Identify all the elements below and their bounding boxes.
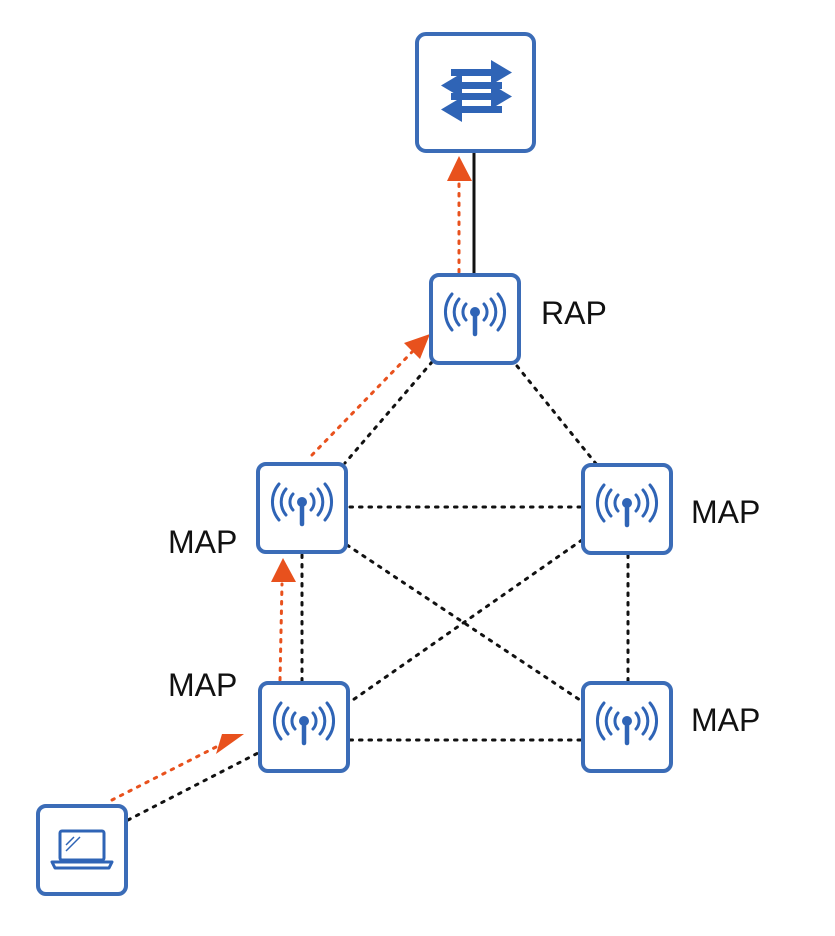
switch-arrows-icon xyxy=(441,60,512,122)
map-right-node[interactable] xyxy=(581,463,673,555)
mesh-links xyxy=(126,360,630,822)
rap-label: RAP xyxy=(541,295,607,331)
traffic-arrowhead-2 xyxy=(271,558,296,582)
link-laptop-map-bottom-left xyxy=(126,750,262,822)
traffic-segment-map-to-rap xyxy=(310,350,414,457)
map-right-label: MAP xyxy=(691,494,761,530)
laptop-icon xyxy=(50,829,114,870)
traffic-path xyxy=(110,156,472,802)
traffic-arrowhead-3 xyxy=(404,334,430,359)
map-bottom-left-label: MAP xyxy=(168,667,238,703)
laptop-node[interactable] xyxy=(36,804,128,896)
map-left-label: MAP xyxy=(168,524,238,560)
traffic-arrowhead-1 xyxy=(216,734,244,754)
switch-node[interactable] xyxy=(415,32,536,153)
map-bottom-right-label: MAP xyxy=(691,702,761,738)
traffic-segment-map-to-map xyxy=(278,582,284,682)
map-bottom-left-node[interactable] xyxy=(258,681,350,773)
link-map-right-map-bottom-left xyxy=(348,538,584,704)
link-rap-map-right xyxy=(515,364,599,467)
rap-node[interactable] xyxy=(429,273,521,365)
map-left-node[interactable] xyxy=(256,462,348,554)
link-rap-map-left xyxy=(343,360,434,465)
traffic-segment-laptop-to-map xyxy=(110,744,220,802)
traffic-arrowhead-4 xyxy=(447,156,472,181)
map-bottom-right-node[interactable] xyxy=(581,681,673,773)
